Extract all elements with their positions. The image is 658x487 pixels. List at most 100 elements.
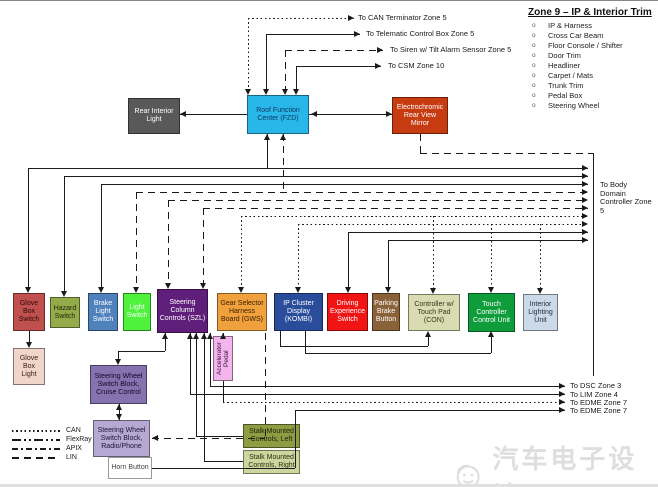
connector-line — [64, 176, 65, 291]
flexray-line-sample — [12, 438, 60, 441]
connector-line — [433, 216, 434, 288]
arrowhead-icon — [282, 89, 288, 95]
watermark-text: 汽车电子设计 — [492, 444, 638, 484]
zone-legend-item-label: Door Trim — [548, 51, 581, 60]
node-gear-selector-harness-board: Gear Selector Harness Board (GWS) — [217, 293, 267, 331]
zone-legend-item-label: Pedal Box — [548, 91, 583, 100]
node-controller-touch-pad: Controller w/ Touch Pad (CON) — [408, 294, 460, 331]
node-hazard-switch: Hazard Switch — [50, 297, 80, 328]
connector-line — [266, 34, 360, 35]
connector-line — [101, 184, 588, 185]
connector-line — [296, 66, 297, 89]
connector-line — [223, 402, 565, 403]
label-csm: To CSM Zone 10 — [388, 61, 445, 70]
connector-line — [428, 337, 429, 346]
zone-legend-item-label: Headliner — [548, 61, 581, 70]
connector-line — [348, 232, 588, 233]
zone-legend-item: o Cross Car Beam — [528, 31, 654, 41]
bus-legend-lin: LIN — [12, 453, 77, 462]
arrowhead-icon — [582, 173, 588, 179]
arrowhead-icon — [133, 287, 139, 293]
connector-line — [267, 134, 268, 168]
connector-line — [168, 200, 169, 283]
zone-legend-item-label: Cross Car Beam — [548, 31, 604, 40]
arrowhead-icon — [348, 15, 354, 21]
connector-line — [28, 168, 29, 287]
node-ip-cluster-display: IP Cluster Display (KOMBI) — [274, 293, 323, 331]
arrowhead-icon — [559, 383, 565, 389]
bullet-icon: o — [532, 72, 536, 79]
apix-line-sample — [12, 447, 60, 450]
node-roof-function-center: Roof Function Center (FZD) — [247, 95, 309, 134]
arrowhead-icon — [354, 31, 360, 37]
arrowhead-icon — [26, 342, 32, 348]
arrowhead-icon — [293, 89, 299, 95]
bus-legend-apix: APIX — [12, 444, 82, 453]
arrowhead-icon — [263, 89, 269, 95]
connector-line — [196, 333, 197, 436]
arrowhead-icon — [264, 134, 270, 140]
connector-line — [285, 50, 286, 89]
connector-line — [296, 66, 381, 67]
zone-legend-item-label: Steering Wheel — [548, 101, 600, 110]
connector-line — [204, 461, 243, 462]
connector-line — [295, 410, 296, 468]
connector-line — [29, 331, 30, 342]
bullet-icon: o — [532, 92, 536, 99]
arrowhead-icon — [582, 189, 588, 195]
bullet-icon: o — [532, 22, 536, 29]
connector-line — [283, 134, 284, 192]
arrowhead-icon — [488, 331, 494, 337]
arrowhead-icon — [582, 205, 588, 211]
zone-legend-item-label: Floor Console / Shifter — [548, 41, 623, 50]
node-parking-brake-button: Parking Brake Button — [372, 293, 400, 331]
arrowhead-icon — [25, 287, 31, 293]
arrowhead-icon — [311, 111, 317, 117]
bullet-icon: o — [532, 32, 536, 39]
node-driving-experience-switch: Driving Experience Switch — [327, 293, 368, 331]
bullet-icon: o — [532, 42, 536, 49]
node-interior-lighting-unit: Interior Lighting Unit — [523, 294, 558, 331]
zone-legend-item: o Floor Console / Shifter — [528, 41, 654, 51]
connector-line — [28, 168, 588, 169]
arrowhead-icon — [116, 404, 122, 410]
connector-line — [241, 216, 242, 287]
connector-line — [305, 331, 306, 353]
arrowhead-icon — [98, 287, 104, 293]
arrowhead-icon — [582, 197, 588, 203]
connector-line — [118, 351, 119, 359]
can-label: CAN — [66, 427, 81, 434]
connector-line — [295, 410, 565, 411]
arrowhead-icon — [559, 407, 565, 413]
arrowhead-icon — [559, 391, 565, 397]
arrowhead-icon — [295, 287, 301, 293]
arrowhead-icon — [165, 283, 171, 289]
node-steering-wheel-switch-radio: Steering Wheel Switch Block, Radio/Phone — [93, 420, 150, 457]
arrowhead-icon — [375, 63, 381, 69]
apix-label: APIX — [66, 445, 82, 452]
connector-line — [152, 468, 295, 469]
arrowhead-icon — [207, 333, 213, 339]
zone-legend-title: Zone 9 – IP & Interior Trim — [528, 7, 652, 18]
arrowhead-icon — [280, 134, 286, 140]
connector-line — [388, 240, 389, 287]
connector-line — [64, 176, 588, 177]
connector-line — [210, 386, 565, 387]
arrowhead-icon — [377, 47, 383, 53]
arrowhead-icon — [187, 333, 193, 339]
label-telematic: To Telematic Control Box Zone 5 — [366, 29, 475, 38]
connector-line — [420, 134, 421, 153]
connector-line — [305, 353, 491, 354]
flexray-label: FlexRay — [66, 436, 92, 443]
connector-line — [180, 114, 247, 115]
arrowhead-icon — [430, 288, 436, 294]
connector-line — [491, 337, 492, 353]
arrowhead-icon — [559, 399, 565, 405]
zone-legend-item-label: Carpet / Mats — [548, 71, 594, 80]
arrowhead-icon — [582, 165, 588, 171]
